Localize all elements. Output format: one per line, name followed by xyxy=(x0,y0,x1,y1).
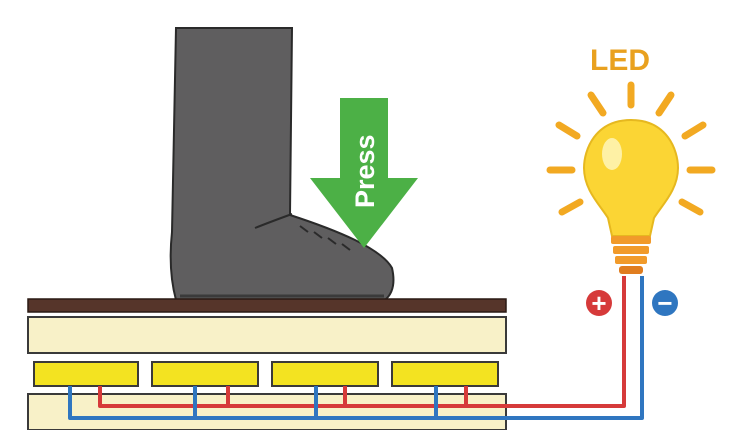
wiring xyxy=(68,276,644,420)
positive-wire xyxy=(98,276,626,408)
negative-sign: − xyxy=(657,288,672,318)
light-rays-icon xyxy=(546,81,716,216)
negative-terminal-badge: − xyxy=(652,288,678,318)
boot-icon xyxy=(169,27,395,301)
piezo-element xyxy=(391,361,499,387)
piezo-element xyxy=(271,361,379,387)
floor-top-plank xyxy=(27,298,507,313)
positive-sign: + xyxy=(591,288,606,318)
led-label: LED xyxy=(590,44,650,77)
down-arrow-icon: Press xyxy=(310,98,418,248)
piezo-element xyxy=(33,361,139,387)
floor-upper-slab xyxy=(27,316,507,354)
piezo-elements xyxy=(33,361,499,387)
light-bulb-icon xyxy=(582,118,680,274)
press-label: Press xyxy=(350,134,380,208)
negative-wire xyxy=(68,276,644,420)
floor-base xyxy=(27,393,507,430)
piezo-element xyxy=(151,361,259,387)
positive-terminal-badge: + xyxy=(586,288,612,318)
